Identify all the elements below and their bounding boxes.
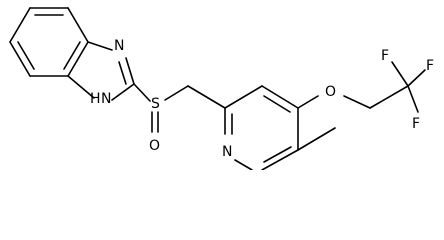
bond xyxy=(187,85,226,109)
imidazole-ring xyxy=(67,41,135,101)
bond xyxy=(407,85,419,113)
bond xyxy=(111,83,135,101)
double-bond-inner xyxy=(63,41,81,70)
methyl-bond xyxy=(297,127,336,151)
bond xyxy=(391,61,409,87)
molecule-diagram: N H N S O N O F F F xyxy=(9,7,434,170)
imidazole-n-label: N xyxy=(114,38,124,54)
bond xyxy=(407,69,426,87)
bond xyxy=(234,159,253,170)
sulfinyl-oxygen-label: O xyxy=(149,138,160,154)
bond xyxy=(164,85,189,101)
trifluoroethoxy-group xyxy=(297,61,426,113)
nh-h-label: H xyxy=(90,91,101,107)
bond xyxy=(369,85,409,109)
bond xyxy=(297,95,319,109)
bond xyxy=(224,85,263,109)
sulfinyl-linker xyxy=(133,83,226,133)
nh-n-label: N xyxy=(101,91,111,107)
fluorine-label-a: F xyxy=(381,48,389,64)
double-bond-inner xyxy=(118,61,127,85)
benzene-ring xyxy=(9,7,89,77)
bond xyxy=(261,85,299,109)
double-bond-inner xyxy=(263,146,292,163)
bond xyxy=(67,7,89,43)
bond xyxy=(125,57,135,85)
bond xyxy=(133,83,151,102)
bond xyxy=(67,75,95,99)
bond xyxy=(87,41,113,51)
fluorine-label-c: F xyxy=(412,116,420,132)
bond xyxy=(67,41,89,77)
bond xyxy=(9,41,31,77)
structure-svg: N H N S O N O F F F xyxy=(9,7,434,170)
fluorine-label-b: F xyxy=(426,58,434,74)
bond xyxy=(343,95,371,109)
pyridine-n-label: N xyxy=(222,144,232,160)
pyridine-ring xyxy=(224,85,299,170)
double-bond-inner xyxy=(263,95,291,113)
bond xyxy=(261,149,299,170)
double-bond-inner xyxy=(17,41,35,70)
sulfur-label: S xyxy=(151,96,160,112)
bond xyxy=(9,7,31,43)
ether-oxygen-label: O xyxy=(325,84,336,100)
